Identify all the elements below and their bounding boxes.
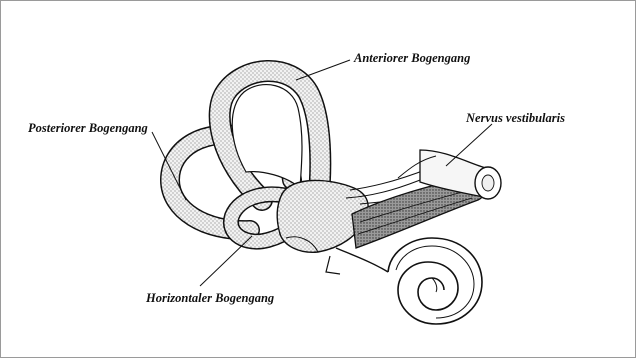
label-anterior-canal: Anteriorer Bogengang (353, 51, 470, 65)
leader-horizontal (200, 236, 252, 286)
label-horizontal-canal: Horizontaler Bogengang (145, 291, 274, 305)
leader-anterior (296, 60, 350, 80)
leader-nerve (446, 124, 492, 166)
label-posterior-canal: Posteriorer Bogengang (28, 121, 148, 135)
label-vestibular-nerve: Nervus vestibularis (465, 111, 565, 125)
cochlea (326, 238, 482, 324)
